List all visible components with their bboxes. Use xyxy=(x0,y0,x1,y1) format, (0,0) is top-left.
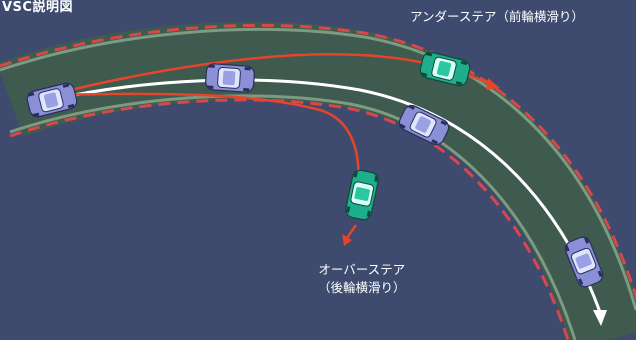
oversteer-path-tail xyxy=(345,224,358,239)
oversteer-arrowhead xyxy=(342,234,352,246)
road-outer-edge-line xyxy=(0,27,636,311)
oversteer-label-line1: オーバーステア xyxy=(318,262,406,277)
road-inner-edge-stripe xyxy=(9,98,570,340)
diagram-title: VSC説明図 xyxy=(2,0,73,15)
oversteer-path xyxy=(59,92,360,201)
road-surface xyxy=(0,21,636,340)
oversteer-label: オーバーステア （後輪横滑り） xyxy=(318,261,406,297)
understeer-arrowhead xyxy=(486,78,500,90)
understeer-label: アンダーステア（前輪横滑り） xyxy=(410,9,584,24)
car-oversteer xyxy=(343,168,381,222)
oversteer-label-line2: （後輪横滑り） xyxy=(318,280,406,295)
road-inner-edge-line xyxy=(9,94,577,340)
correct-path-arrowhead xyxy=(593,310,607,326)
correct-path-line xyxy=(49,78,602,313)
car-mid xyxy=(204,62,256,94)
